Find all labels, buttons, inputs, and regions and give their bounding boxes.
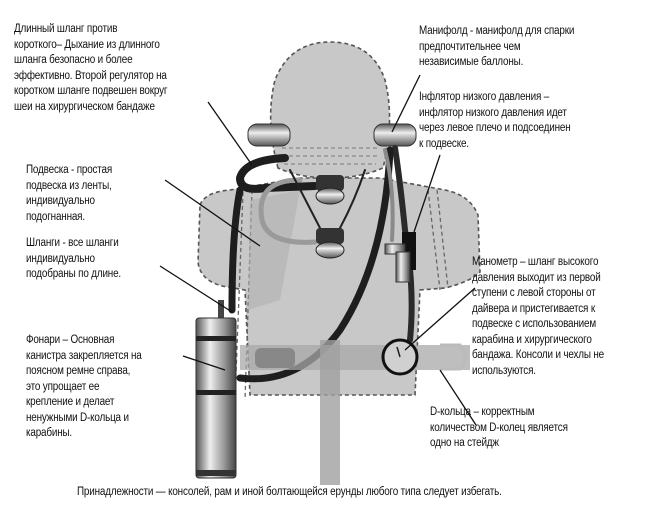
label-long-hose: Длинный шланг против короткого– Дыхание … [14,23,168,113]
leader-lines [159,74,477,426]
waist-belt [240,340,470,485]
label-gauge: Манометр – шланг высокого давления выход… [472,256,604,377]
label-manifold: Манифолд - манифолд для спарки предпочти… [419,25,575,68]
manifold-valves [247,123,417,147]
light-canister [195,300,237,479]
hoses [228,145,415,383]
label-light: Фонари – Основная канистра закрепляется … [26,334,142,439]
label-inflator: Інфлятор низкого давления – инфлятор низ… [419,91,571,150]
label-accessories: Принадлежности — консолей, рам и иной бо… [77,486,502,498]
label-d-rings: D-кольца – корректным количеством D-коле… [430,406,568,449]
regulator-secondary [315,228,345,259]
label-hoses: Шланги - все шланги индивидуально подобр… [26,237,122,280]
pressure-gauge [381,338,419,376]
inflator [384,232,416,283]
d-ring [440,343,467,371]
regulator-primary [315,175,345,205]
diver-head [269,41,391,179]
label-harness: Подвеска - простая подвеска из ленты, ин… [26,164,113,223]
